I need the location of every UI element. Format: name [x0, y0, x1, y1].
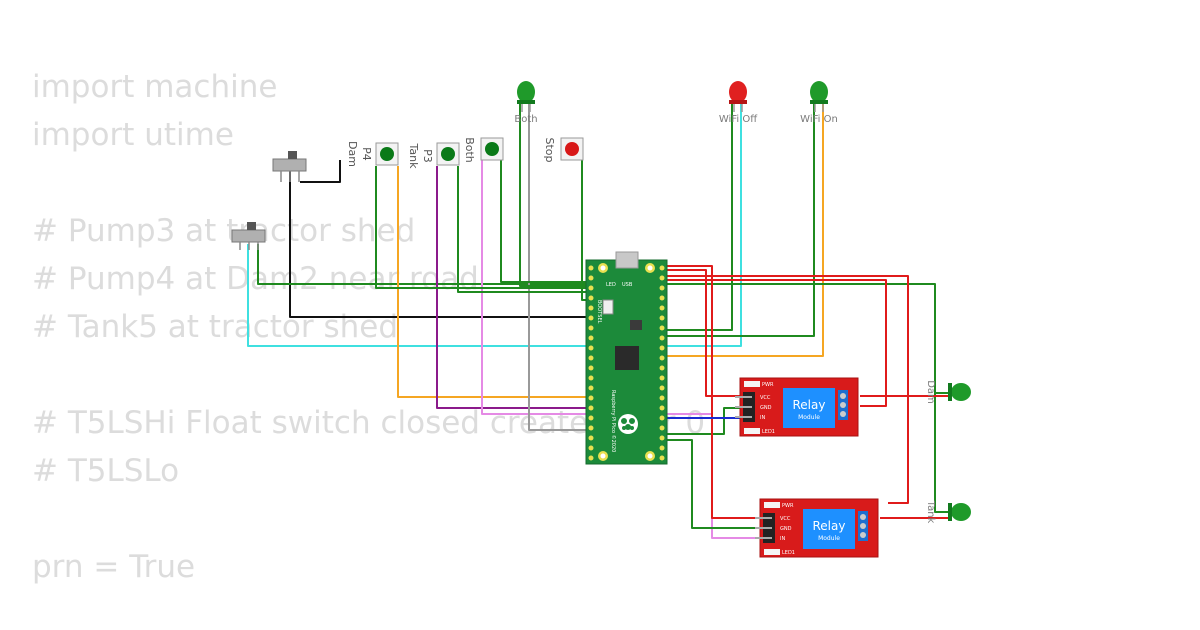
wire-gray-stop[interactable] [528, 104, 588, 431]
led-wifi-on-label: WiFi On [800, 114, 838, 125]
wire-green-gnd-bus[interactable] [660, 283, 952, 513]
relay-module-1[interactable]: PWR VCC GND IN LED1 Relay Module [735, 377, 859, 437]
pico-usb-label: USB [622, 282, 633, 288]
wire-cyan-switch[interactable] [247, 244, 588, 347]
wire-black[interactable] [289, 168, 588, 318]
led-wifi-off[interactable]: WiFi Off [719, 81, 758, 125]
slide-switch-2[interactable] [231, 222, 266, 250]
button-p3-label: P3 [421, 149, 434, 163]
button-stop-label: Stop [543, 137, 556, 162]
relay1-gnd: GND [760, 405, 772, 411]
wire-black-2[interactable] [300, 160, 341, 183]
wire-red-2[interactable] [660, 269, 742, 397]
button-stop[interactable]: Stop [543, 137, 584, 163]
code-line: # Pump4 at Dam2 near road [32, 261, 479, 297]
pico-bootsel-label: BOOTSEL [596, 300, 602, 324]
button-both-label: Both [463, 137, 476, 163]
led-dam-label: Dam [925, 380, 936, 404]
wire-green-wifion[interactable] [660, 104, 815, 337]
relay2-pwr: PWR [782, 503, 794, 509]
led-dam[interactable]: Dam [925, 380, 971, 404]
button-p4-sublabel: Dam [346, 141, 359, 167]
led-wifi-off-label: WiFi Off [719, 114, 758, 125]
code-line: # T5LSHi Float switch closed creates 0 o… [32, 405, 706, 441]
wire-green-both-btn[interactable] [500, 160, 588, 283]
wire-cyan-wifioff[interactable] [660, 104, 742, 347]
wire-green-relay1-gnd[interactable] [660, 407, 742, 435]
relay2-vcc: VCC [780, 516, 791, 522]
wire-red-4[interactable] [660, 279, 887, 407]
code-line: # T5LSLo [32, 453, 180, 489]
wire-green-p3[interactable] [457, 166, 588, 293]
wire-green-both-led[interactable] [519, 104, 588, 287]
code-line: import machine [32, 69, 278, 105]
wire-green-relay2-gnd[interactable] [660, 439, 762, 529]
code-line: import utime [32, 117, 234, 153]
button-both[interactable]: Both [463, 137, 504, 163]
button-p3-sublabel: Tank [407, 143, 420, 170]
relay1-in: IN [760, 415, 765, 421]
relay1-led1: LED1 [762, 429, 775, 435]
button-p3-tank[interactable]: P3 Tank [407, 142, 460, 170]
wire-green-p4[interactable] [375, 166, 588, 289]
relay2-led1: LED1 [782, 550, 795, 556]
pico-board[interactable]: LED USB BOOTSEL Raspberry Pi Pico ©2020 [585, 251, 668, 465]
code-line: prn = True [32, 549, 196, 585]
led-both-label: Both [514, 114, 537, 125]
led-tank-label: Tank [925, 500, 936, 524]
wire-orange-wifion[interactable] [660, 104, 824, 357]
button-p4-dam[interactable]: P4 Dam [346, 141, 399, 167]
wire-purple-p3[interactable] [436, 166, 588, 409]
pico-led-label: LED [606, 282, 616, 288]
pico-board-text: Raspberry Pi Pico ©2020 [610, 390, 617, 452]
relay1-title: Relay [793, 398, 826, 412]
wire-red-3[interactable] [660, 275, 909, 504]
relay1-subtitle: Module [798, 414, 820, 421]
wire-orange-p4[interactable] [397, 166, 588, 398]
led-wifi-on[interactable]: WiFi On [800, 81, 838, 125]
relay2-in: IN [780, 536, 785, 542]
led-tank[interactable]: Tank [925, 500, 971, 524]
button-p4-label: P4 [360, 147, 373, 161]
relay2-title: Relay [813, 519, 846, 533]
relay-module-2[interactable]: PWR VCC GND IN LED1 Relay Module [755, 498, 879, 558]
wire-pink-both[interactable] [481, 160, 588, 415]
wire-green-switch[interactable] [257, 244, 588, 285]
wire-red-1[interactable] [660, 265, 762, 519]
slide-switch-1[interactable] [272, 151, 307, 182]
relay2-gnd: GND [780, 526, 792, 532]
relay1-pwr: PWR [762, 382, 774, 388]
relay2-subtitle: Module [818, 535, 840, 542]
led-both[interactable]: Both [514, 81, 538, 125]
relay1-vcc: VCC [760, 395, 771, 401]
wire-green-wifioff[interactable] [660, 104, 733, 331]
